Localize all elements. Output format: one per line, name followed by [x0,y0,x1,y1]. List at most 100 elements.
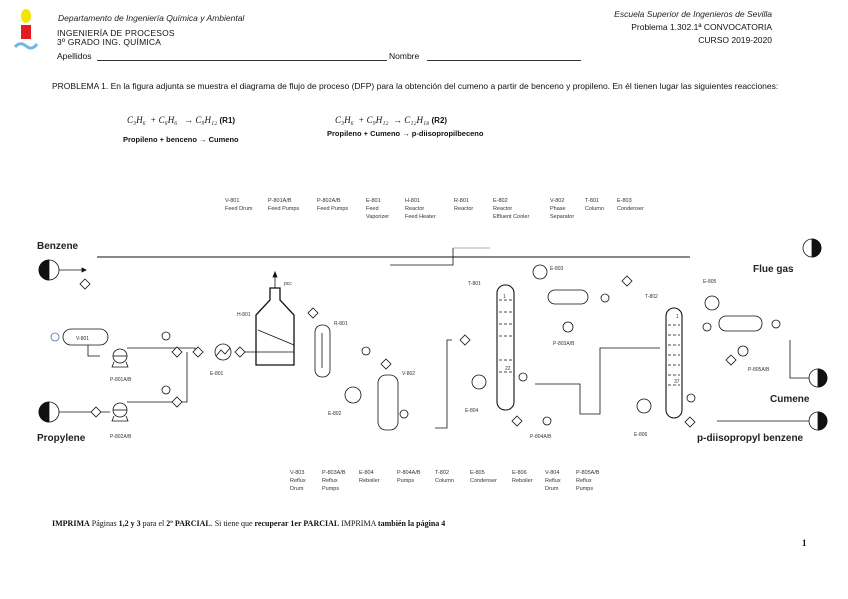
t801-trays [499,299,512,373]
university-logo [14,9,44,53]
reaction-1-description: Propileno + benceno → Cumeno [123,135,239,144]
legend-tag: E-801 [366,198,381,204]
p801-pump-icon [111,348,129,368]
h801-feed-heater [255,287,295,366]
stream-tag-7 [307,307,319,319]
h801-stack-arrow [272,270,278,278]
legend-desc: Reflux [545,478,561,484]
reaction-2-label: (R2) [431,116,448,125]
p804-tag: P-804A/B [530,434,552,440]
stream-label-pdiisopropylbenzene: p-diisopropyl benzene [697,433,804,444]
t801-bottoms-line [535,347,660,415]
h801-tag: H-801 [237,312,251,318]
v804-level-controller [771,319,781,329]
e805-condenser-icon [704,295,720,311]
reaction-2-product: C₁₂H₁₈ [404,115,430,125]
logo-blue-wave [14,42,38,50]
legend-desc: Feed Heater [405,214,436,220]
print-instructions: IMPRIMA Páginas 1,2 y 3 para el 2º PARCI… [52,519,445,528]
p802-discharge-line [127,352,188,403]
h801-coil [257,329,295,346]
t801-tray-top: 1 [503,294,506,300]
flue-gas-sink-icon [802,238,822,258]
p805-pump-icon [737,345,749,357]
legend-desc: Reflux [322,478,338,484]
t801-column [496,284,515,411]
legend-desc: Reflux [576,478,592,484]
footer-pages: 1,2 y 3 [118,519,141,528]
t802-trays [668,324,680,386]
stream-tag-12 [511,415,523,427]
stream-tag-3 [171,346,183,358]
t801-tag: T-801 [468,281,481,287]
v801-level-controller [50,332,60,342]
stream-tag-11 [621,275,633,287]
legend-tag: V-803 [290,470,305,476]
logo-red-block [21,25,31,39]
legend-tag: R-801 [454,198,469,204]
footer-text: para el [140,519,167,528]
propylene-source-icon [38,401,110,423]
footer-text: . Si tiene que [210,519,255,528]
legend-tag: T-802 [435,470,450,476]
v801-outlet-line [87,345,100,357]
v802-level-controller [399,409,409,419]
problem-statement: PROBLEMA 1. En la figura adjunta se mues… [30,80,820,93]
legend-tag: E-804 [359,470,374,476]
problem-text: En la figura adjunta se muestra el diagr… [110,81,779,91]
p802-flow-indicator [161,385,171,395]
benzene-source-icon [38,259,87,281]
p803-pump-icon [562,321,574,333]
stream-tag-10 [459,334,471,346]
legend-tag: E-803 [617,198,632,204]
surname-field[interactable] [97,60,387,61]
stream-tag-5 [192,346,204,358]
h801-fuel-label: pcc [284,281,292,287]
stream-label-benzene: Benzene [37,241,79,252]
legend-tag: P-803A/B [322,470,346,476]
r801-tag: R-801 [334,321,348,327]
stream-tag-2 [90,406,102,418]
legend-tag: V-801 [225,198,240,204]
p804-pump-icon [542,416,552,426]
name-label: Nombre [389,51,420,61]
e804-tag: E-804 [465,408,479,414]
cumene-sink-icon [789,340,828,388]
surname-label: Apellidos [57,51,92,61]
legend-tag: V-804 [545,470,560,476]
problem-title: PROBLEMA 1. [52,81,109,91]
legend-desc: Pumps [322,486,340,492]
legend-tag: T-801 [585,198,600,204]
legend-desc: Reboiler [359,478,380,484]
p801-tag: P-801A/B [110,377,132,383]
legend-desc: Phase [550,206,566,212]
v801-tag: V-801 [76,336,89,342]
v803-reflux-drum [547,289,589,305]
reaction-1-equation: C₃H₆ + C₆H₆ → C₉H₁₂ (R1) [127,115,236,125]
p802-tag: P-802A/B [110,434,132,440]
name-field[interactable] [427,60,581,61]
footer-page4: también la página 4 [377,519,446,528]
r801-reactor [314,324,331,378]
t802-tray-bottom: 37 [674,379,680,385]
p801-discharge-line [127,347,196,352]
reaction-1-reactant-b: C₆H₆ [158,115,178,125]
legend-desc: Drum [545,486,559,492]
e803-condenser-icon [532,264,548,280]
v802-phase-separator [377,374,399,431]
t802-level-controller [686,393,696,403]
p803-tag: P-803A/B [553,341,575,347]
pdiisopropylbenzene-sink-icon [717,411,828,431]
legend-tag: E-806 [512,470,527,476]
legend-desc: Column [435,478,454,484]
reaction-2-description: Propileno + Cumeno → p-diisopropilbeceno [327,129,484,138]
